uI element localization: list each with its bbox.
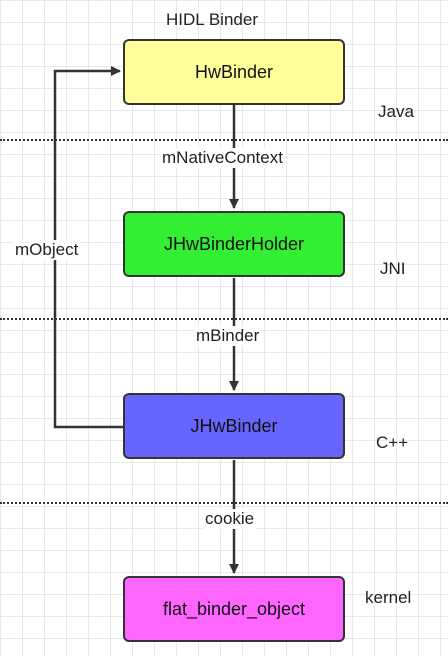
edge-label-binder: mBinder (194, 326, 262, 346)
edge-label-cookie: cookie (203, 509, 257, 529)
layer-label-cpp: C++ (376, 433, 409, 452)
separator-cpp-kernel (0, 502, 448, 504)
edge-label-native-context: mNativeContext (160, 148, 285, 168)
separator-jni-cpp (0, 318, 448, 320)
layer-label-jni: JNI (380, 259, 406, 278)
edge-label-object: mObject (13, 240, 81, 260)
jhwbinder-box: JHwBinder (123, 393, 345, 459)
layer-label-kernel: kernel (365, 588, 412, 607)
separator-java-jni (0, 139, 448, 141)
hwbinder-box: HwBinder (123, 39, 345, 105)
jhwbinderholder-box: JHwBinderHolder (123, 211, 345, 277)
layer-label-java: Java (378, 102, 414, 121)
flat-binder-object-box: flat_binder_object (123, 576, 345, 642)
diagram-title: HIDL Binder (166, 10, 258, 29)
